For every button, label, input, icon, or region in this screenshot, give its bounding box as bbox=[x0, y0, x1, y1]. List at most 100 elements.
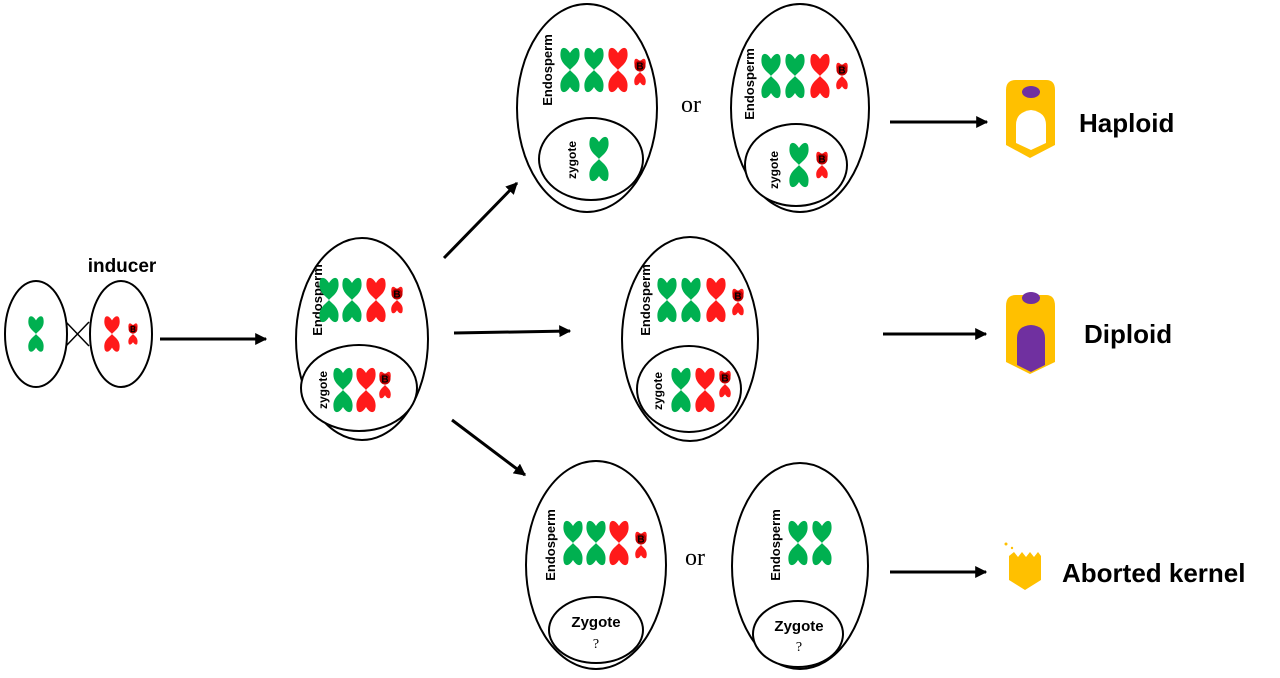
arrow-icon bbox=[442, 181, 519, 260]
chromosome-icon bbox=[333, 367, 353, 413]
aborted-kernel-label: Aborted kernel bbox=[1062, 558, 1246, 588]
chromosome-shape bbox=[608, 47, 628, 93]
haploid-label: Haploid bbox=[1079, 108, 1174, 138]
b-centromere bbox=[635, 533, 647, 545]
chromosome-shape bbox=[789, 142, 809, 188]
chromosome-icon bbox=[609, 520, 629, 566]
chromosome-shape bbox=[706, 277, 726, 323]
chromosome-icon bbox=[761, 53, 781, 99]
haploid-seed-a: Endosperm B zygote bbox=[516, 3, 658, 213]
chromosome-shape bbox=[810, 53, 830, 99]
chromosome-icon: B bbox=[719, 370, 731, 398]
chromosome-shape bbox=[657, 277, 677, 323]
chromosome-icon bbox=[789, 142, 809, 188]
chromosome-icon: B bbox=[128, 323, 138, 345]
endosperm-label: Endosperm bbox=[540, 34, 555, 106]
chromosome-icon bbox=[586, 520, 606, 566]
cross-icon bbox=[65, 321, 90, 347]
chromosome-shape bbox=[356, 367, 376, 413]
chromosome-shape bbox=[366, 277, 386, 323]
b-label: B bbox=[637, 535, 644, 546]
chromosome-icon bbox=[812, 520, 832, 566]
chromosome-shape bbox=[681, 277, 701, 323]
chromosome-shape bbox=[584, 47, 604, 93]
fertilized-seed: Endosperm B zygote B bbox=[295, 237, 429, 441]
parent-female-cell bbox=[4, 280, 68, 388]
haploid-kernel-icon bbox=[1006, 80, 1055, 158]
b-centromere bbox=[836, 64, 848, 76]
endosperm-label: Endosperm bbox=[768, 509, 783, 581]
diploid-label: Diploid bbox=[1084, 319, 1172, 349]
or-label: or bbox=[681, 92, 701, 118]
b-centromere bbox=[379, 373, 391, 385]
chromosome-icon bbox=[671, 367, 691, 413]
endosperm-label: Endosperm bbox=[543, 509, 558, 581]
chromosome-icon bbox=[28, 316, 44, 352]
chromosome-shape bbox=[342, 277, 362, 323]
b-centromere bbox=[634, 60, 646, 72]
b-centromere bbox=[732, 290, 744, 302]
chromosome-icon: B bbox=[634, 58, 646, 86]
b-label: B bbox=[130, 325, 136, 334]
b-centromere bbox=[128, 324, 138, 334]
aborted-kernel-icon bbox=[1004, 542, 1041, 590]
arrow-icon bbox=[451, 418, 526, 477]
b-label: B bbox=[721, 374, 728, 385]
chromosome-shape bbox=[560, 47, 580, 93]
chromosome-icon bbox=[342, 277, 362, 323]
b-label: B bbox=[636, 62, 643, 73]
chromosome-icon: B bbox=[635, 531, 647, 559]
chromosome-shape bbox=[563, 520, 583, 566]
chromosome-icon bbox=[810, 53, 830, 99]
chromosome-shape bbox=[586, 520, 606, 566]
chromosome-icon bbox=[681, 277, 701, 323]
chromosome-shape bbox=[761, 53, 781, 99]
b-label: B bbox=[393, 290, 400, 301]
chromosome-shape bbox=[695, 367, 715, 413]
chromosome-shape bbox=[671, 367, 691, 413]
chromosome-icon: B bbox=[732, 288, 744, 316]
haploid-seed-b: Endosperm B zygote B bbox=[730, 3, 870, 213]
question-mark: ? bbox=[796, 640, 802, 655]
chromosome-icon bbox=[695, 367, 715, 413]
chromosome-icon bbox=[706, 277, 726, 323]
chromosome-icon bbox=[657, 277, 677, 323]
chromosome-shape bbox=[609, 520, 629, 566]
chromosome-icon bbox=[560, 47, 580, 93]
b-label: B bbox=[381, 375, 388, 386]
b-label: B bbox=[838, 66, 845, 77]
chromosome-icon bbox=[319, 277, 339, 323]
endosperm-label: Endosperm bbox=[638, 264, 653, 336]
chromosome-icon bbox=[785, 53, 805, 99]
chromosome-shape bbox=[812, 520, 832, 566]
diploid-kernel-icon bbox=[1006, 292, 1055, 374]
parent-inducer-cell: B bbox=[89, 280, 153, 388]
inducer-label: inducer bbox=[88, 256, 157, 277]
b-label: B bbox=[818, 155, 825, 166]
chromosome-shape bbox=[589, 136, 609, 182]
chromosome-icon bbox=[788, 520, 808, 566]
chromosome-icon bbox=[104, 316, 120, 352]
chromosome-icon bbox=[356, 367, 376, 413]
question-mark: ? bbox=[593, 637, 599, 652]
zygote-label: zygote bbox=[316, 371, 330, 409]
diploid-seed: Endosperm B zygote B bbox=[621, 236, 759, 442]
aborted-seed-a: Endosperm B Zygote ? bbox=[525, 460, 667, 670]
b-centromere bbox=[816, 153, 828, 165]
chromosome-shape bbox=[785, 53, 805, 99]
endosperm-label: Endosperm bbox=[310, 264, 325, 336]
chromosome-icon bbox=[589, 136, 609, 182]
or-label: or bbox=[685, 545, 705, 571]
chromosome-shape bbox=[333, 367, 353, 413]
chromosome-icon: B bbox=[816, 151, 828, 179]
chromosome-shape bbox=[28, 316, 44, 352]
chromosome-icon bbox=[366, 277, 386, 323]
zygote-label: zygote bbox=[565, 141, 579, 179]
chromosome-icon: B bbox=[379, 371, 391, 399]
zygote-label: zygote bbox=[767, 151, 781, 189]
chromosome-icon: B bbox=[391, 286, 403, 314]
chromosome-shape bbox=[319, 277, 339, 323]
b-label: B bbox=[734, 292, 741, 303]
zygote-caption: Zygote bbox=[774, 618, 823, 635]
chromosome-icon bbox=[584, 47, 604, 93]
